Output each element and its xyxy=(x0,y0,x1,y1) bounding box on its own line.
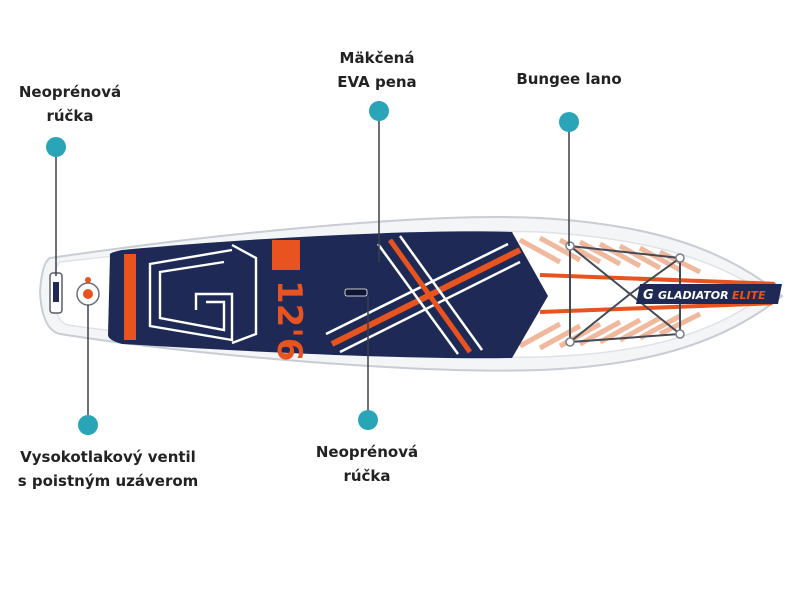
callout-markers xyxy=(46,101,579,435)
deck-x-graphic xyxy=(325,235,522,355)
callout-label-bungee: Bungee lano xyxy=(508,67,630,91)
callout-marker-eva xyxy=(369,101,389,121)
callout-marker-valve xyxy=(78,415,98,435)
brand-name: GLADIATOR xyxy=(658,289,729,302)
callout-label-neoprene-handle-tail: Neoprénová rúčka xyxy=(10,80,130,128)
callout-label-line: Bungee lano xyxy=(516,70,622,88)
callout-leader-lines xyxy=(55,112,570,424)
callout-label-line: Neoprénová xyxy=(18,83,122,101)
callout-label-line: Vysokotlakový ventil xyxy=(20,448,196,466)
callout-label-line: EVA pena xyxy=(337,73,417,91)
callout-label-line: s poistným uzáverom xyxy=(17,472,199,490)
callout-label-valve: Vysokotlakový ventil s poistným uzáverom xyxy=(10,445,206,493)
chevron-stripes-top xyxy=(518,235,702,275)
center-handle xyxy=(344,288,368,297)
deck-accent-bar-left xyxy=(124,254,136,340)
brand-logo-letter: G xyxy=(643,288,654,303)
callout-label-line: Mäkčená xyxy=(339,49,415,67)
nose-stripe-lower xyxy=(539,301,781,314)
board-size-text: 12'6 xyxy=(269,280,309,361)
callout-marker-bungee xyxy=(559,112,579,132)
callout-label-eva-foam: Mäkčená EVA pena xyxy=(318,46,436,94)
deck-g-logo xyxy=(148,243,258,345)
nose-stripe-upper xyxy=(539,273,781,286)
deck-accent-block xyxy=(272,240,300,270)
callout-label-neoprene-handle-center: Neoprénová rúčka xyxy=(306,440,428,488)
callout-label-line: rúčka xyxy=(46,107,94,125)
bungee-anchors xyxy=(565,241,685,347)
callout-marker-handle-tail xyxy=(46,137,66,157)
callout-label-line: rúčka xyxy=(343,467,391,485)
deck-pad xyxy=(108,231,548,359)
tail-handle-patch xyxy=(53,282,59,302)
callout-label-line: Neoprénová xyxy=(315,443,419,461)
callout-marker-handle-center xyxy=(358,410,378,430)
brand-model: ELITE xyxy=(732,289,766,302)
brand-badge: G GLADIATOR ELITE xyxy=(636,284,782,304)
